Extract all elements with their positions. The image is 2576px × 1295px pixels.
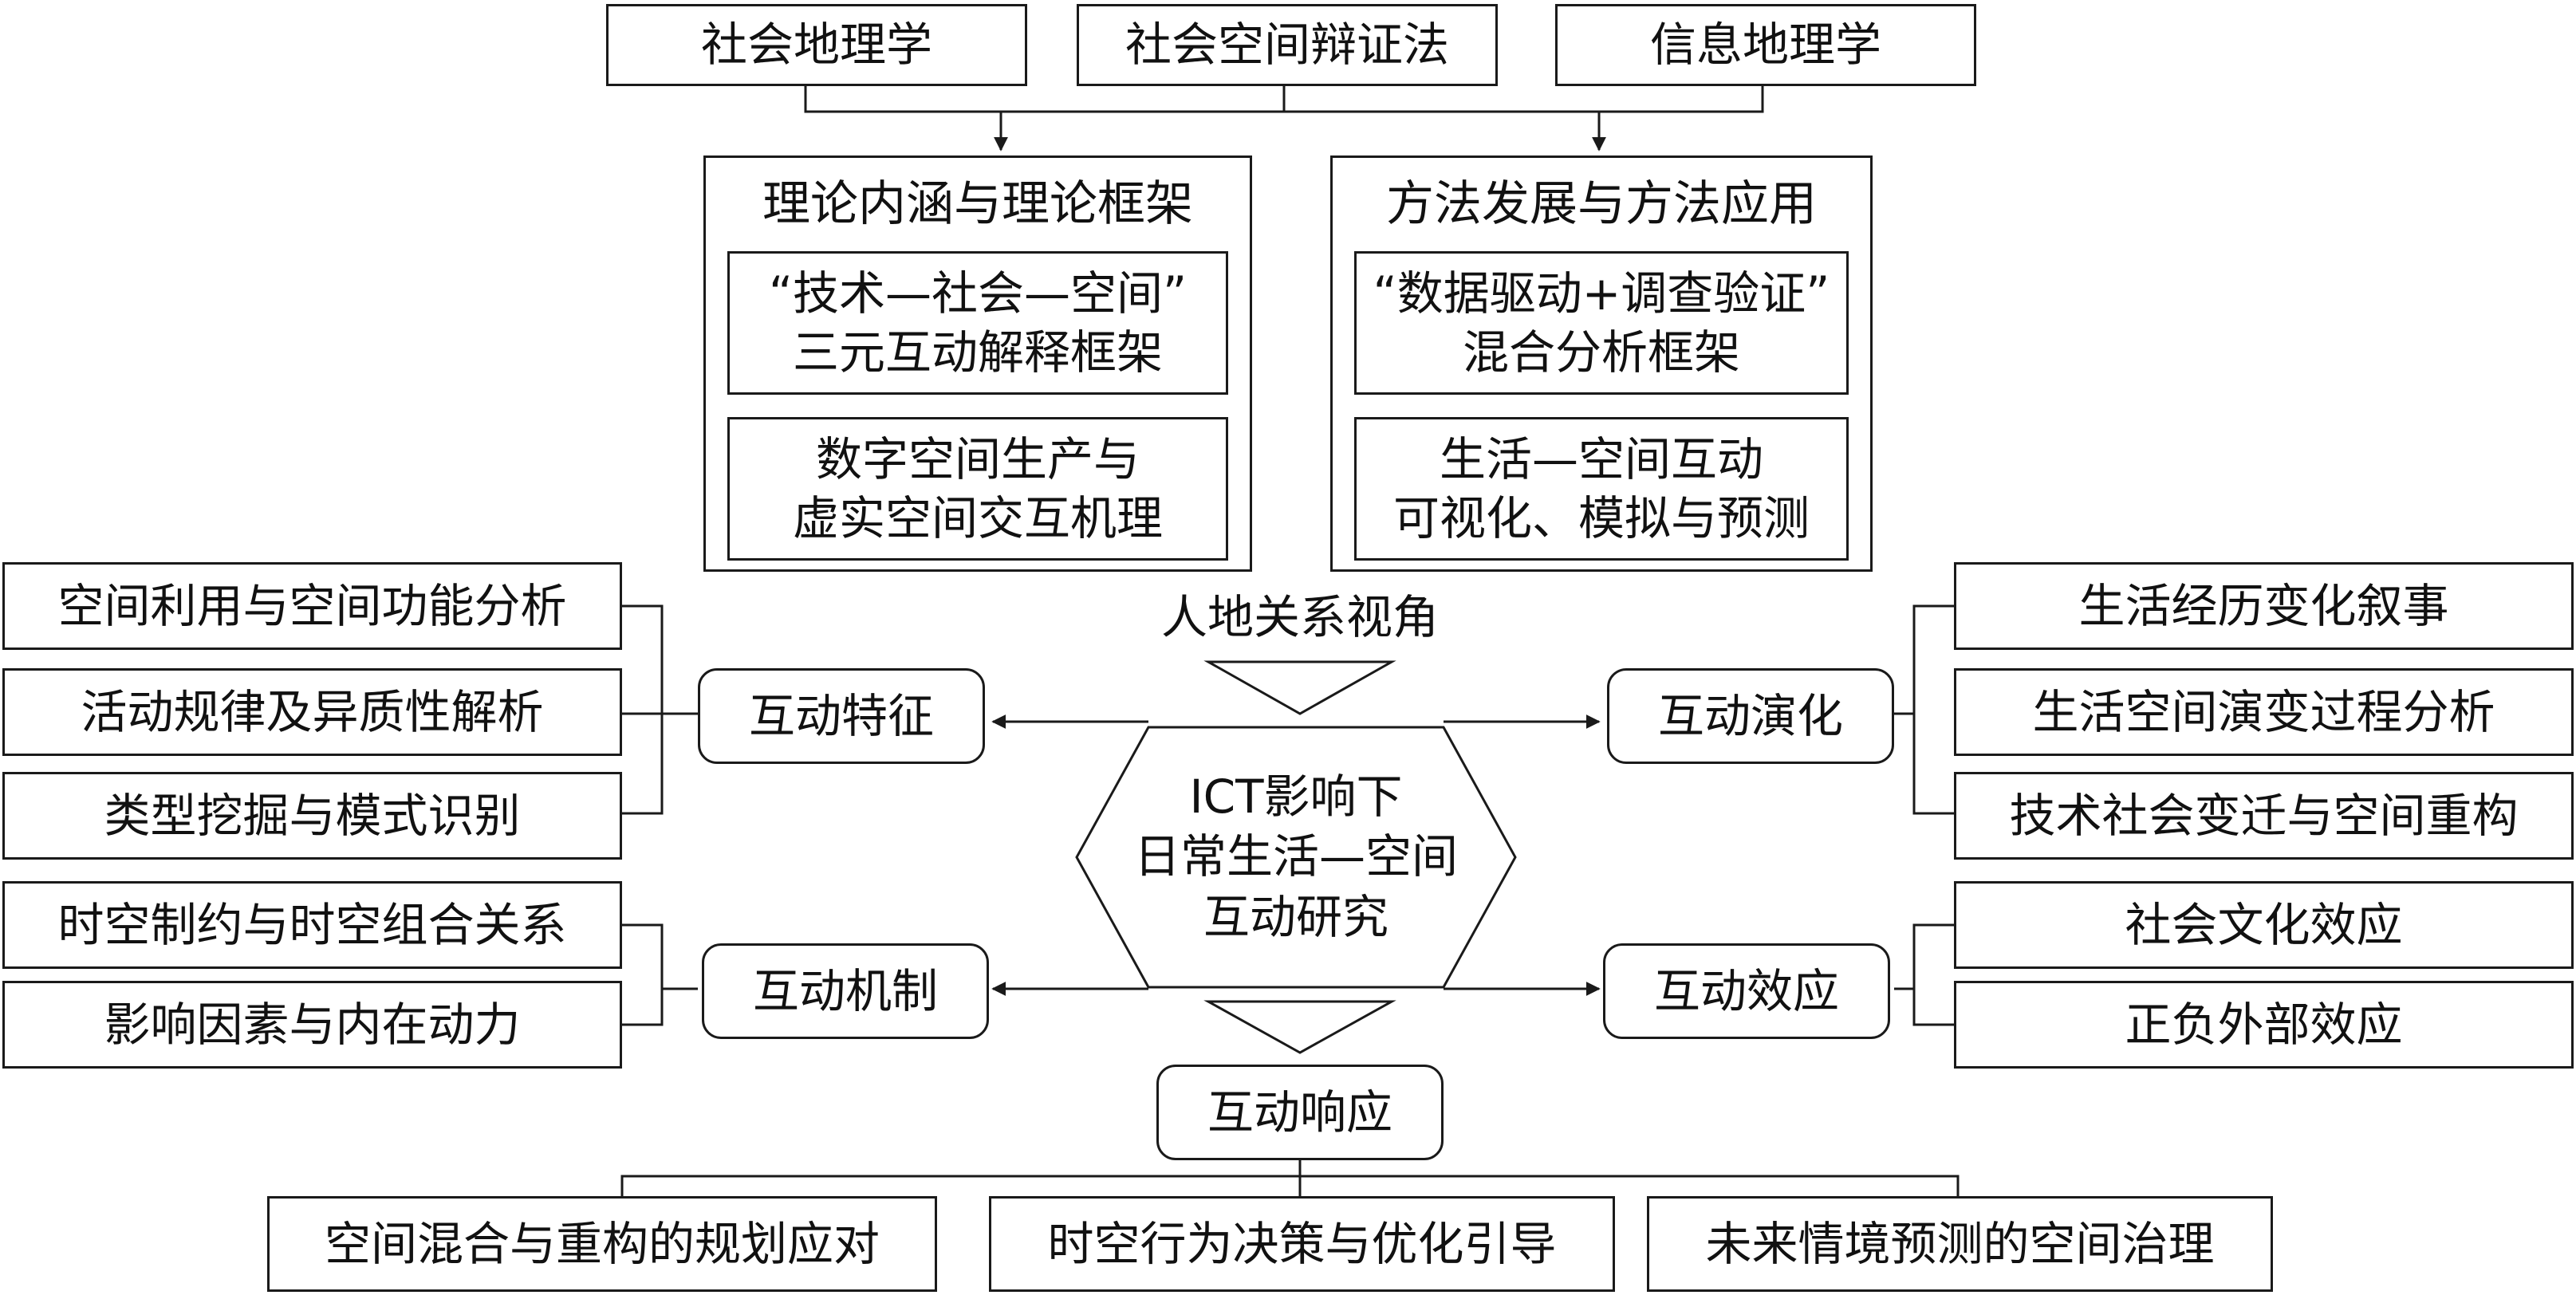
- response-bracket: [620, 1175, 1960, 1196]
- response-item-3: 未来情境预测的空间治理: [1647, 1196, 2273, 1292]
- characteristics-item-2: 活动规律及异质性解析: [2, 668, 622, 756]
- source-box-social-geography: 社会地理学: [606, 4, 1027, 86]
- source-box-information-geography: 信息地理学: [1555, 4, 1976, 86]
- top-sources-bracket: [804, 86, 1764, 113]
- characteristics-node: 互动特征: [698, 668, 985, 764]
- mechanism-bracket: [622, 923, 698, 1026]
- evolution-item-2: 生活空间演变过程分析: [1954, 668, 2574, 756]
- effect-node: 互动效应: [1603, 943, 1890, 1039]
- center-hexagon: [1075, 726, 1517, 989]
- evolution-item-1: 生活经历变化叙事: [1954, 562, 2574, 650]
- mechanism-item-2: 影响因素与内在动力: [2, 981, 622, 1069]
- upper-triangle: [1203, 660, 1396, 715]
- characteristics-item-1: 空间利用与空间功能分析: [2, 562, 622, 650]
- theory-item-framework: “技术—社会—空间” 三元互动解释框架: [727, 251, 1228, 395]
- evolution-bracket: [1894, 604, 1954, 815]
- characteristics-item-3: 类型挖掘与模式识别: [2, 772, 622, 860]
- evolution-node: 互动演化: [1607, 668, 1894, 764]
- response-item-1: 空间混合与重构的规划应对: [267, 1196, 937, 1292]
- effect-bracket: [1894, 923, 1954, 1026]
- theory-item-digital-space: 数字空间生产与 虚实空间交互机理: [727, 417, 1228, 561]
- center-topic-text: ICT影响下 日常生活—空间 互动研究: [1133, 769, 1458, 944]
- response-item-2: 时空行为决策与优化引导: [989, 1196, 1615, 1292]
- method-item-visualization: 生活—空间互动 可视化、模拟与预测: [1354, 417, 1849, 561]
- lower-triangle: [1203, 1000, 1396, 1054]
- perspective-label: 人地关系视角: [1160, 590, 1439, 644]
- response-node: 互动响应: [1156, 1065, 1444, 1160]
- mechanism-node: 互动机制: [702, 943, 989, 1039]
- method-item-hybrid-framework: “数据驱动+调查验证” 混合分析框架: [1354, 251, 1849, 395]
- mechanism-item-1: 时空制约与时空组合关系: [2, 881, 622, 969]
- evolution-item-3: 技术社会变迁与空间重构: [1954, 772, 2574, 860]
- characteristics-bracket: [622, 604, 698, 815]
- method-panel-title: 方法发展与方法应用: [1386, 176, 1817, 232]
- source-box-socio-spatial-dialectic: 社会空间辩证法: [1077, 4, 1498, 86]
- effect-item-2: 正负外部效应: [1954, 981, 2574, 1069]
- effect-item-1: 社会文化效应: [1954, 881, 2574, 969]
- theory-panel-title: 理论内涵与理论框架: [762, 176, 1193, 232]
